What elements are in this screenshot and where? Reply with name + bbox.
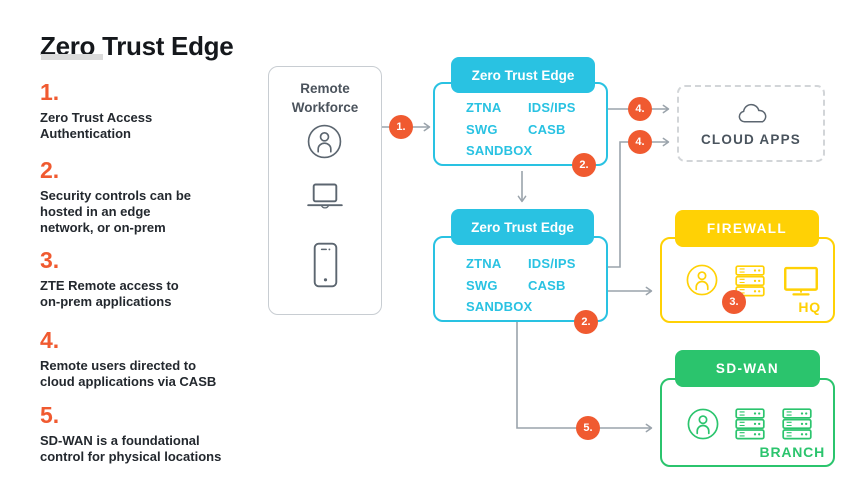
zte-services-col2: IDS/IPS CASB — [528, 253, 576, 296]
user-icon — [686, 264, 718, 296]
badge-step-3: 3. — [722, 290, 746, 314]
zte-services-col1: ZTNA SWG SANDBOX — [466, 253, 532, 318]
badge-step-5: 5. — [576, 416, 600, 440]
sdwan-box: BRANCH — [660, 378, 835, 467]
badge-step-4: 4. — [628, 97, 652, 121]
zte-services-col1: ZTNA SWG SANDBOX — [466, 97, 532, 162]
step-text: SD-WAN is a foundational control for phy… — [40, 433, 222, 464]
smartphone-icon — [313, 242, 338, 288]
step-item-1: 1. Zero Trust Access Authentication — [40, 81, 252, 142]
arrow-zte2-to-cloud — [606, 137, 670, 268]
service-swg: SWG — [466, 277, 498, 293]
user-icon — [307, 124, 342, 159]
remote-workforce-box: Remote Workforce — [268, 66, 382, 315]
zte-box-1: ZTNA SWG SANDBOX IDS/IPS CASB — [433, 82, 608, 166]
service-sandbox: SANDBOX — [466, 299, 533, 314]
step-number: 3. — [40, 247, 60, 273]
zte-box-1-header: Zero Trust Edge — [451, 57, 595, 93]
step-number: 5. — [40, 402, 60, 428]
step-text: Zero Trust Access Authentication — [40, 110, 153, 141]
badge-step-2: 2. — [574, 310, 598, 334]
zte-services-col2: IDS/IPS CASB — [528, 97, 576, 140]
laptop-icon — [305, 182, 345, 212]
server-icon — [735, 408, 765, 440]
cloud-icon — [734, 98, 772, 128]
firewall-box: HQ — [660, 237, 835, 323]
step-text: ZTE Remote access to on-prem application… — [40, 278, 179, 309]
badge-step-1: 1. — [389, 115, 413, 139]
step-text: Remote users directed to cloud applicati… — [40, 358, 217, 389]
service-sandbox: SANDBOX — [466, 143, 533, 158]
step-text: Security controls can be hosted in an ed… — [40, 188, 191, 235]
service-swg: SWG — [466, 121, 498, 137]
cloud-apps-label: CLOUD APPS — [700, 132, 801, 147]
firewall-header: FIREWALL — [675, 210, 819, 247]
zte-box-2: ZTNA SWG SANDBOX IDS/IPS CASB — [433, 236, 608, 322]
server-icon — [782, 408, 812, 440]
service-idsips: IDS/IPS — [528, 256, 576, 271]
arrow-zte2-to-sdwan — [516, 322, 653, 433]
sdwan-location-label: BRANCH — [759, 444, 825, 460]
zte-box-2-header: Zero Trust Edge — [451, 209, 594, 245]
firewall-location-label: HQ — [798, 299, 821, 315]
step-number: 1. — [40, 79, 60, 105]
badge-step-4: 4. — [628, 130, 652, 154]
step-item-4: 4. Remote users directed to cloud applic… — [40, 329, 252, 390]
service-casb: CASB — [528, 277, 566, 293]
step-number: 2. — [40, 157, 60, 183]
remote-workforce-label: Remote Workforce — [291, 81, 359, 115]
user-icon — [687, 408, 719, 440]
title-underline — [41, 54, 103, 60]
badge-step-2: 2. — [572, 153, 596, 177]
step-item-2: 2. Security controls can be hosted in an… — [40, 159, 252, 236]
cloud-apps-box: CLOUD APPS — [677, 85, 825, 162]
monitor-icon — [783, 266, 819, 296]
service-ztna: ZTNA — [466, 100, 502, 115]
step-item-3: 3. ZTE Remote access to on-prem applicat… — [40, 249, 252, 310]
service-ztna: ZTNA — [466, 256, 502, 271]
service-casb: CASB — [528, 121, 566, 137]
step-item-5: 5. SD-WAN is a foundational control for … — [40, 404, 252, 465]
service-idsips: IDS/IPS — [528, 100, 576, 115]
sdwan-header: SD-WAN — [675, 350, 820, 387]
step-number: 4. — [40, 327, 60, 353]
